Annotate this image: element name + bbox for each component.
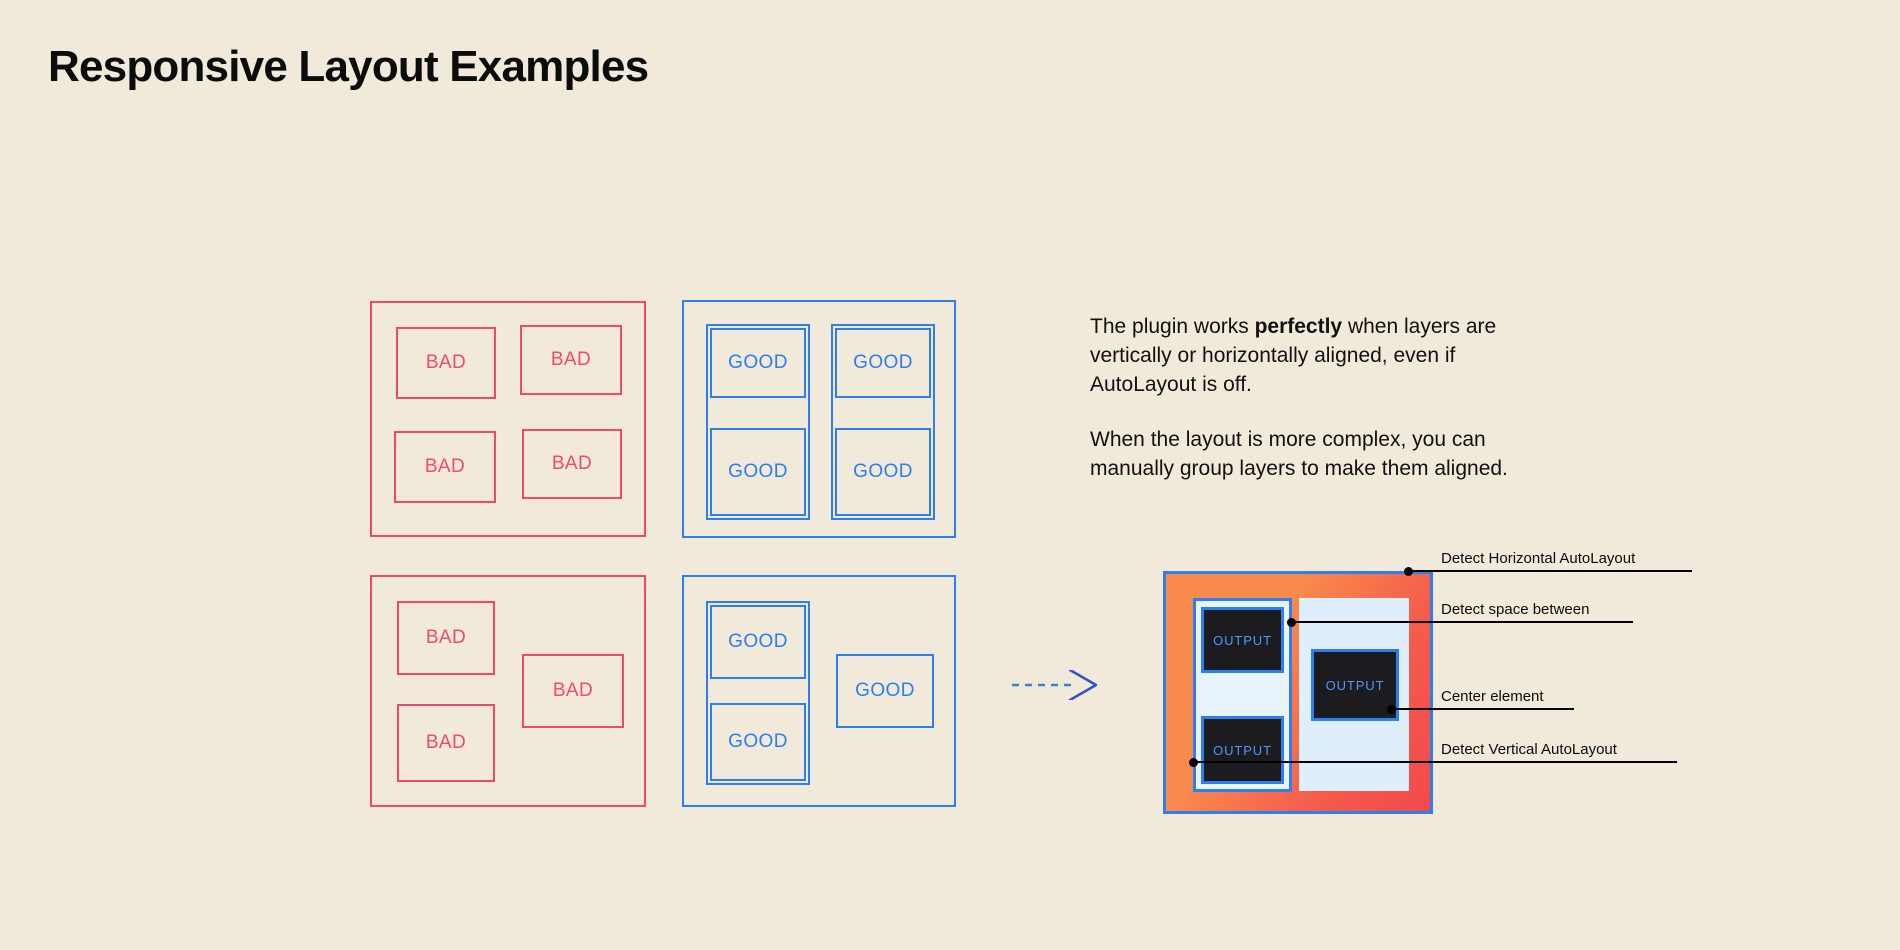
annotation-label: Detect Vertical AutoLayout [1441,741,1617,758]
bad-box[interactable]: BAD [397,601,495,675]
description-text: The plugin works perfectly when layers a… [1090,312,1560,483]
annotation-label: Center element [1441,688,1544,705]
annotation-detect-horizontal-autolayout: Detect Horizontal AutoLayout [1404,546,1692,576]
annotation-center-element: Center element [1387,684,1574,714]
annotation-anchor-dot [1189,757,1198,767]
output-box-center[interactable]: OUTPUT [1311,649,1399,721]
bad-box[interactable]: BAD [394,431,496,503]
good-box[interactable]: GOOD [835,428,931,516]
annotation-leader-line [1291,621,1437,623]
good-box[interactable]: GOOD [710,703,806,781]
bad-box[interactable]: BAD [397,704,495,782]
dashed-arrow-right-icon [1012,668,1102,702]
layer-group-outline[interactable] [706,601,810,785]
annotation-label: Detect space between [1441,601,1590,618]
annotation-underline [1437,761,1677,763]
good-box[interactable]: GOOD [710,428,806,516]
good-box[interactable]: GOOD [710,605,806,679]
bad-box[interactable]: BAD [522,654,624,728]
annotation-leader-line [1408,570,1437,572]
description-p1-part2: when layers are vertically or horizontal… [1090,315,1497,396]
output-box[interactable]: OUTPUT [1201,607,1284,673]
example-panel-top-good[interactable]: GOOD GOOD GOOD GOOD [682,300,956,538]
layer-group-outline[interactable] [831,324,935,520]
result-panel[interactable]: OUTPUT OUTPUT OUTPUT [1163,571,1433,814]
annotation-anchor-dot [1287,617,1296,627]
bad-box[interactable]: BAD [520,325,622,395]
annotation-leader-line [1193,761,1437,763]
annotation-anchor-dot [1387,704,1396,714]
annotation-anchor-dot [1404,566,1413,576]
good-box[interactable]: GOOD [836,654,934,728]
annotation-underline [1437,621,1633,623]
description-p1-bold: perfectly [1254,315,1343,338]
good-box[interactable]: GOOD [710,328,806,398]
example-panel-top-bad[interactable]: BAD BAD BAD BAD [370,301,646,537]
annotation-underline [1437,570,1692,572]
annotation-detect-space-between: Detect space between [1287,597,1633,627]
description-paragraph-1: The plugin works perfectly when layers a… [1090,312,1560,399]
annotation-leader-line [1391,708,1437,710]
layer-group-outline[interactable] [706,324,810,520]
example-panel-bottom-good[interactable]: GOOD GOOD GOOD [682,575,956,807]
description-paragraph-2: When the layout is more complex, you can… [1090,428,1508,480]
page-title: Responsive Layout Examples [48,42,649,91]
annotation-label: Detect Horizontal AutoLayout [1441,550,1636,567]
annotation-underline [1437,708,1574,710]
output-box[interactable]: OUTPUT [1201,716,1284,784]
bad-box[interactable]: BAD [522,429,622,499]
good-box[interactable]: GOOD [835,328,931,398]
annotation-detect-vertical-autolayout: Detect Vertical AutoLayout [1189,737,1677,767]
description-p1-part1: The plugin works [1090,315,1255,338]
bad-box[interactable]: BAD [396,327,496,399]
example-panel-bottom-bad[interactable]: BAD BAD BAD [370,575,646,807]
